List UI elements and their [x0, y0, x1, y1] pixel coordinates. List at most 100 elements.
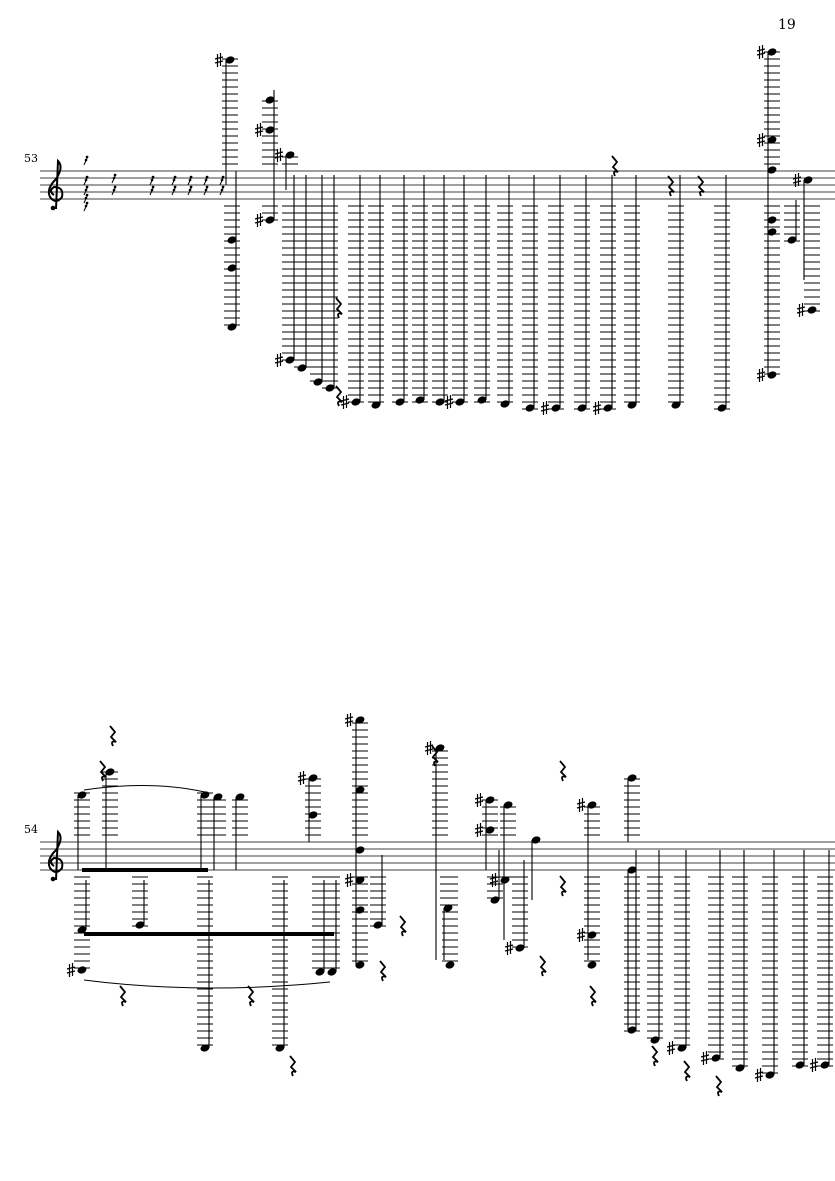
rest-dot — [112, 188, 116, 192]
notehead — [627, 866, 637, 874]
notehead — [627, 1026, 637, 1034]
notehead — [265, 96, 275, 104]
quarter-rest-icon — [697, 175, 705, 197]
rest-dot — [205, 175, 209, 179]
notehead — [351, 398, 361, 406]
sharp-icon — [756, 368, 766, 382]
quarter-rest-icon — [379, 960, 387, 982]
slur — [83, 979, 331, 989]
sharp-icon — [66, 963, 76, 977]
rest-dot — [84, 158, 88, 162]
rest-dot — [221, 175, 225, 179]
notehead — [627, 774, 637, 782]
notehead — [285, 356, 295, 364]
notehead — [135, 921, 145, 929]
notehead — [485, 826, 495, 834]
rest-dot — [112, 176, 116, 180]
notehead — [415, 396, 425, 404]
sharp-icon — [540, 401, 550, 415]
notehead — [767, 371, 777, 379]
notehead — [627, 401, 637, 409]
rest-dot — [85, 185, 89, 189]
rest-dot — [204, 178, 208, 182]
sharp-icon — [754, 1068, 764, 1082]
sharp-icon — [576, 928, 586, 942]
notehead — [767, 136, 777, 144]
rest-dot — [150, 188, 154, 192]
notehead — [371, 401, 381, 409]
notehead — [525, 404, 535, 412]
notehead — [355, 846, 365, 854]
sharp-icon — [756, 133, 766, 147]
rest-dot — [84, 178, 88, 182]
quarter-rest-icon — [667, 175, 675, 197]
notehead — [227, 323, 237, 331]
notehead — [315, 968, 325, 976]
quarter-rest-icon — [109, 725, 117, 747]
notehead — [503, 801, 513, 809]
notehead — [373, 921, 383, 929]
rest-dot — [221, 185, 225, 189]
quarter-rest-icon — [99, 760, 107, 782]
notehead — [265, 216, 275, 224]
rest-dot — [85, 155, 89, 159]
rest-dot — [172, 178, 176, 182]
notehead — [767, 166, 777, 174]
sharp-icon — [809, 1058, 819, 1072]
notehead — [587, 801, 597, 809]
notehead — [313, 378, 323, 386]
quarter-rest-icon — [559, 875, 567, 897]
rest-dot — [150, 178, 154, 182]
quarter-rest-icon — [559, 760, 567, 782]
notehead — [515, 944, 525, 952]
rest-dot — [84, 196, 88, 200]
rest-dot — [113, 185, 117, 189]
sharp-icon — [796, 303, 806, 317]
notehead — [225, 56, 235, 64]
sharp-icon — [474, 793, 484, 807]
notehead — [77, 966, 87, 974]
sharp-icon — [344, 713, 354, 727]
quarter-rest-icon — [611, 155, 619, 177]
notehead — [803, 176, 813, 184]
sharp-icon — [666, 1041, 676, 1055]
quarter-rest-icon — [683, 1060, 691, 1082]
quarter-rest-icon — [335, 385, 343, 407]
notehead — [355, 961, 365, 969]
notehead — [325, 384, 335, 392]
rest-dot — [188, 188, 192, 192]
notehead — [435, 744, 445, 752]
notehead — [500, 400, 510, 408]
measure-number-53: 53 — [24, 152, 38, 165]
quarter-rest-icon — [399, 915, 407, 937]
rest-dot — [85, 175, 89, 179]
notehead — [677, 1044, 687, 1052]
notehead — [587, 961, 597, 969]
notehead — [490, 896, 500, 904]
rest-dot — [85, 201, 89, 205]
notehead — [308, 774, 318, 782]
notehead — [820, 1061, 830, 1069]
sharp-icon — [489, 873, 499, 887]
sharp-icon — [504, 941, 514, 955]
quarter-rest-icon — [119, 985, 127, 1007]
rest-dot — [113, 173, 117, 177]
notehead — [485, 796, 495, 804]
notehead — [327, 968, 337, 976]
notehead — [443, 904, 453, 912]
rest-dot — [172, 188, 176, 192]
beam — [82, 868, 208, 872]
notehead — [200, 1044, 210, 1052]
rest-dot — [204, 188, 208, 192]
notehead — [200, 791, 210, 799]
rest-dot — [220, 178, 224, 182]
notehead — [285, 151, 295, 159]
treble-clef-icon — [47, 829, 64, 881]
sharp-icon — [792, 173, 802, 187]
rest-dot — [173, 185, 177, 189]
notehead — [235, 793, 245, 801]
sharp-icon — [474, 823, 484, 837]
notehead — [455, 398, 465, 406]
notehead — [275, 1044, 285, 1052]
